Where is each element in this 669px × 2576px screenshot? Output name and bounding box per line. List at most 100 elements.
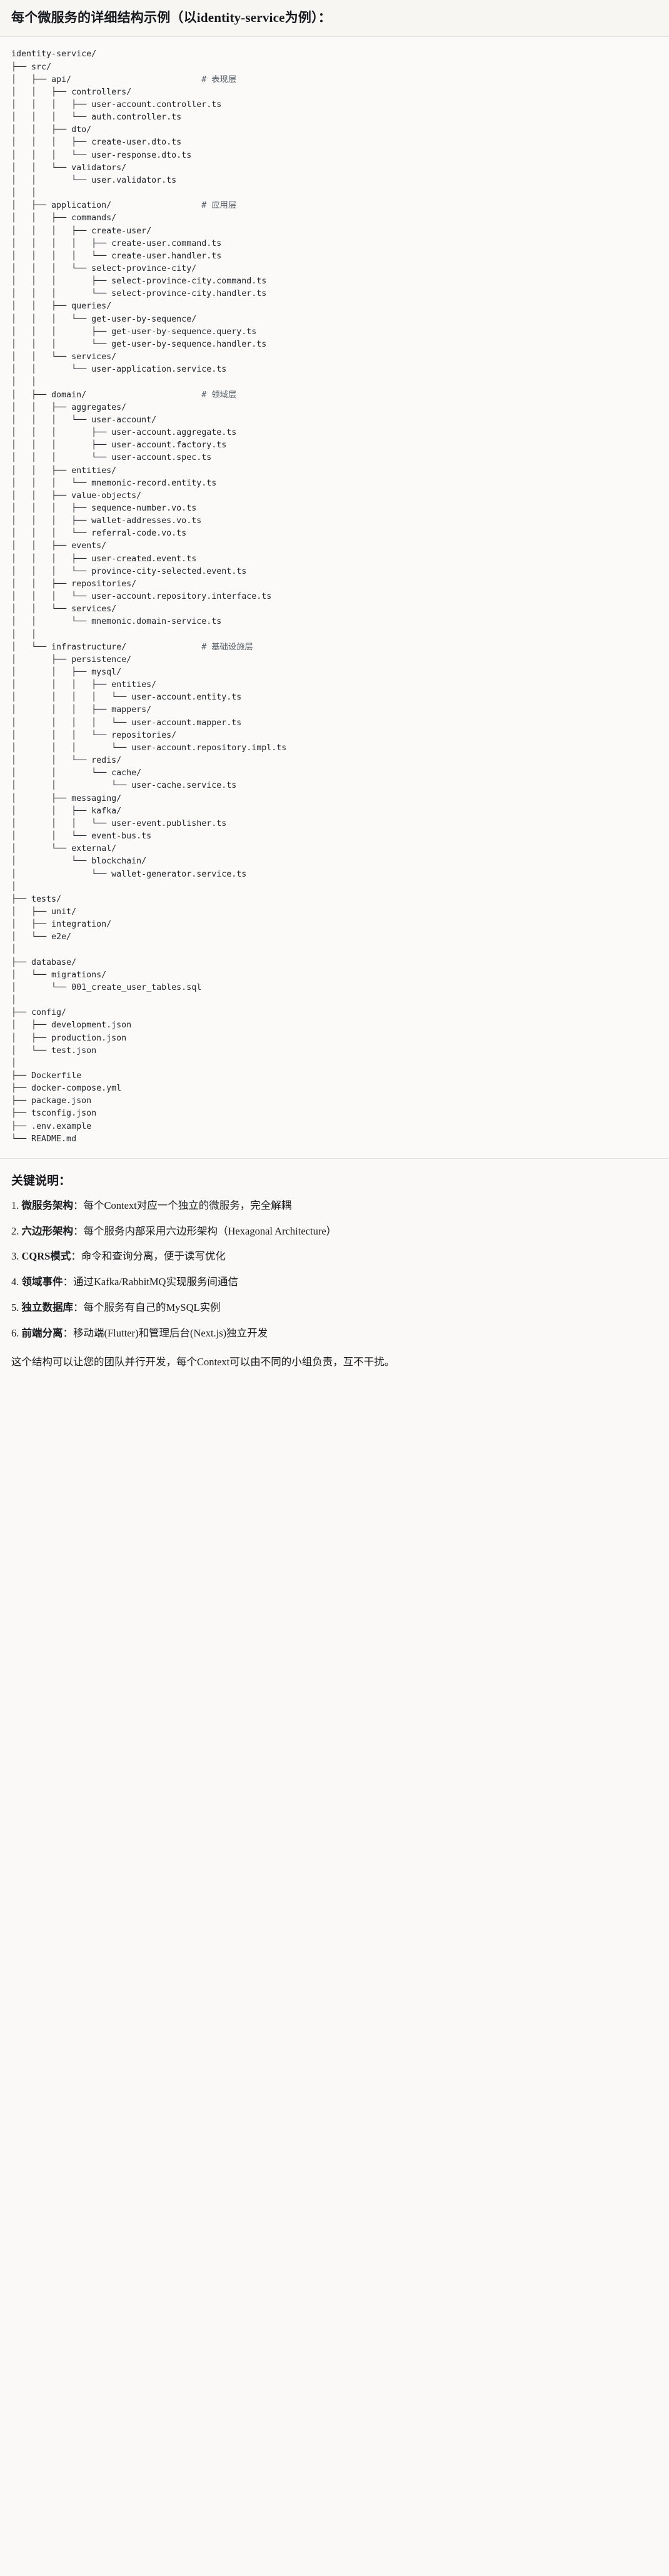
tree-line: │ │ │ └── referral-code.vo.ts <box>11 527 658 540</box>
tree-line: │ │ ├── mysql/ <box>11 666 658 679</box>
tree-line: │ │ │ └── user-response.dto.ts <box>11 150 658 162</box>
directory-tree-block: identity-service/ ├── src/ │ ├── api/ # … <box>0 37 669 1159</box>
tree-line: │ │ ├── aggregates/ <box>11 402 658 414</box>
tree-line: │ │ ├── kafka/ <box>11 805 658 818</box>
key-note-index: 5. <box>11 1301 22 1313</box>
tree-node-label: └── README.md <box>11 1134 77 1144</box>
tree-node-label: │ └── test.json <box>11 1046 97 1056</box>
tree-node-label: │ └── e2e/ <box>11 932 72 942</box>
tree-node-label: │ ├── messaging/ <box>11 793 122 803</box>
tree-line: │ ├── integration/ <box>11 919 658 931</box>
tree-line: │ │ ├── queries/ <box>11 300 658 313</box>
tree-node-label: │ │ │ ├── mappers/ <box>11 705 152 715</box>
tree-node-label: │ │ │ └── auth.controller.ts <box>11 113 182 123</box>
tree-line: │ │ │ ├── entities/ <box>11 679 658 691</box>
key-note-term: 六边形架构 <box>21 1224 74 1237</box>
tree-line: │ │ │ └── get-user-by-sequence/ <box>11 313 658 326</box>
key-notes-title: 关键说明： <box>11 1174 71 1188</box>
tree-node-label: │ <box>11 945 17 955</box>
tree-node-label: │ │ <box>11 629 37 639</box>
tree-line: │ ├── production.json <box>11 1032 658 1045</box>
tree-line: │ │ ├── commands/ <box>11 212 658 225</box>
key-note-term: 领域事件 <box>21 1276 63 1288</box>
key-note-term: CQRS模式 <box>21 1250 71 1263</box>
tree-node-label: │ │ └── services/ <box>11 604 117 614</box>
tree-node-label: │ │ ├── kafka/ <box>11 806 122 816</box>
tree-node-label: │ │ │ └── select-province-city/ <box>11 264 197 273</box>
tree-node-label: ├── .env.example <box>11 1121 92 1131</box>
tree-node-label: │ │ │ ├── user-account.aggregate.ts <box>11 428 237 438</box>
tree-node-label: │ │ │ │ └── user-account.mapper.ts <box>11 718 242 728</box>
tree-node-label: │ ├── application/ <box>11 201 202 211</box>
tree-node-label: │ │ ├── mysql/ <box>11 668 122 677</box>
tree-line: │ │ └── mnemonic.domain-service.ts <box>11 616 658 628</box>
tree-line: │ │ │ ├── get-user-by-sequence.query.ts <box>11 326 658 339</box>
tree-node-label: │ │ └── validators/ <box>11 163 127 173</box>
tree-node-label: │ ├── unit/ <box>11 907 77 917</box>
tree-line: ├── docker-compose.yml <box>11 1082 658 1095</box>
tree-line: │ │ │ └── auth.controller.ts <box>11 111 658 124</box>
tree-line: │ └── e2e/ <box>11 931 658 944</box>
tree-node-label: │ ├── api/ <box>11 74 202 84</box>
tree-line: │ │ │ └── get-user-by-sequence.handler.t… <box>11 339 658 351</box>
tree-line: │ ├── api/ # 表现层 <box>11 74 658 86</box>
tree-node-label: │ │ ├── repositories/ <box>11 579 137 589</box>
tree-node-label: │ │ │ │ └── create-user.handler.ts <box>11 251 222 261</box>
key-note-description: 每个服务有自己的MySQL实例 <box>83 1301 221 1313</box>
key-note-item: 4. 领域事件：通过Kafka/RabbitMQ实现服务间通信 <box>11 1275 658 1290</box>
key-note-item: 6. 前端分离：移动端(Flutter)和管理后台(Next.js)独立开发 <box>11 1326 658 1341</box>
tree-line: │ │ └── cache/ <box>11 767 658 780</box>
key-note-index: 6. <box>11 1326 22 1339</box>
tree-line: │ └── 001_create_user_tables.sql <box>11 982 658 994</box>
tree-line: │ │ │ ├── user-account.factory.ts <box>11 439 658 452</box>
key-note-separator: ： <box>63 1326 74 1339</box>
tree-node-label: │ │ │ │ └── user-account.entity.ts <box>11 693 242 703</box>
tree-node-label: │ │ └── user-cache.service.ts <box>11 781 237 791</box>
tree-line: │ │ │ └── province-city-selected.event.t… <box>11 566 658 578</box>
tree-line: │ └── wallet-generator.service.ts <box>11 868 658 881</box>
tree-line: │ │ └── validators/ <box>11 162 658 175</box>
key-note-index: 3. <box>11 1250 22 1263</box>
tree-node-label: │ └── 001_create_user_tables.sql <box>11 982 202 992</box>
tree-line: │ ├── unit/ <box>11 906 658 919</box>
tree-line: ├── tsconfig.json <box>11 1107 658 1120</box>
tree-node-label: │ ├── integration/ <box>11 920 112 930</box>
tree-line: │ <box>11 994 658 1007</box>
key-note-separator: ： <box>73 1199 84 1211</box>
tree-node-label: │ ├── development.json <box>11 1021 132 1031</box>
tree-node-label: │ │ ├── entities/ <box>11 466 117 476</box>
tree-line: │ │ └── user-application.service.ts <box>11 364 658 376</box>
tree-line: │ <box>11 944 658 956</box>
tree-line: ├── Dockerfile <box>11 1070 658 1082</box>
tree-node-label: ├── tests/ <box>11 894 62 904</box>
tree-node-label: │ │ │ ├── get-user-by-sequence.query.ts <box>11 327 257 337</box>
tree-node-label: ├── tsconfig.json <box>11 1109 97 1119</box>
tree-line: ├── .env.example <box>11 1121 658 1133</box>
tree-node-label: │ ├── domain/ <box>11 390 202 400</box>
tree-line: │ ├── messaging/ <box>11 793 658 805</box>
tree-node-label: ├── database/ <box>11 957 77 967</box>
tree-line: └── README.md <box>11 1133 658 1146</box>
tree-node-label: │ │ └── mnemonic.domain-service.ts <box>11 617 222 627</box>
tree-line: │ <box>11 881 658 893</box>
tree-node-label: │ │ │ └── user-account.repository.impl.t… <box>11 743 287 753</box>
tree-line: │ └── infrastructure/ # 基础设施层 <box>11 641 658 654</box>
tree-line: │ │ │ │ ├── create-user.command.ts <box>11 238 658 250</box>
tree-node-label: │ │ ├── aggregates/ <box>11 402 127 412</box>
tree-line: │ │ │ │ └── create-user.handler.ts <box>11 250 658 263</box>
page-title: 每个微服务的详细结构示例（以identity-service为例）： <box>11 10 331 25</box>
tree-line: │ │ └── services/ <box>11 603 658 616</box>
tree-node-label: │ │ │ ├── wallet-addresses.vo.ts <box>11 516 202 526</box>
tree-line: │ └── external/ <box>11 843 658 855</box>
tree-line: ├── src/ <box>11 61 658 74</box>
tree-node-label: │ │ └── services/ <box>11 352 117 362</box>
key-note-description: 命令和查询分离，便于读写优化 <box>81 1250 226 1263</box>
tree-node-label: │ │ └── event-bus.ts <box>11 832 152 842</box>
tree-line: │ │ │ ├── user-created.event.ts <box>11 553 658 566</box>
tree-line: ├── tests/ <box>11 893 658 906</box>
key-notes-footer: 这个结构可以让您的团队并行开发，每个Context可以由不同的小组负责，互不干扰… <box>11 1356 395 1368</box>
tree-node-comment: # 基础设施层 <box>201 642 253 652</box>
tree-node-label: │ └── wallet-generator.service.ts <box>11 869 247 879</box>
tree-node-label: │ │ ├── value-objects/ <box>11 491 142 501</box>
